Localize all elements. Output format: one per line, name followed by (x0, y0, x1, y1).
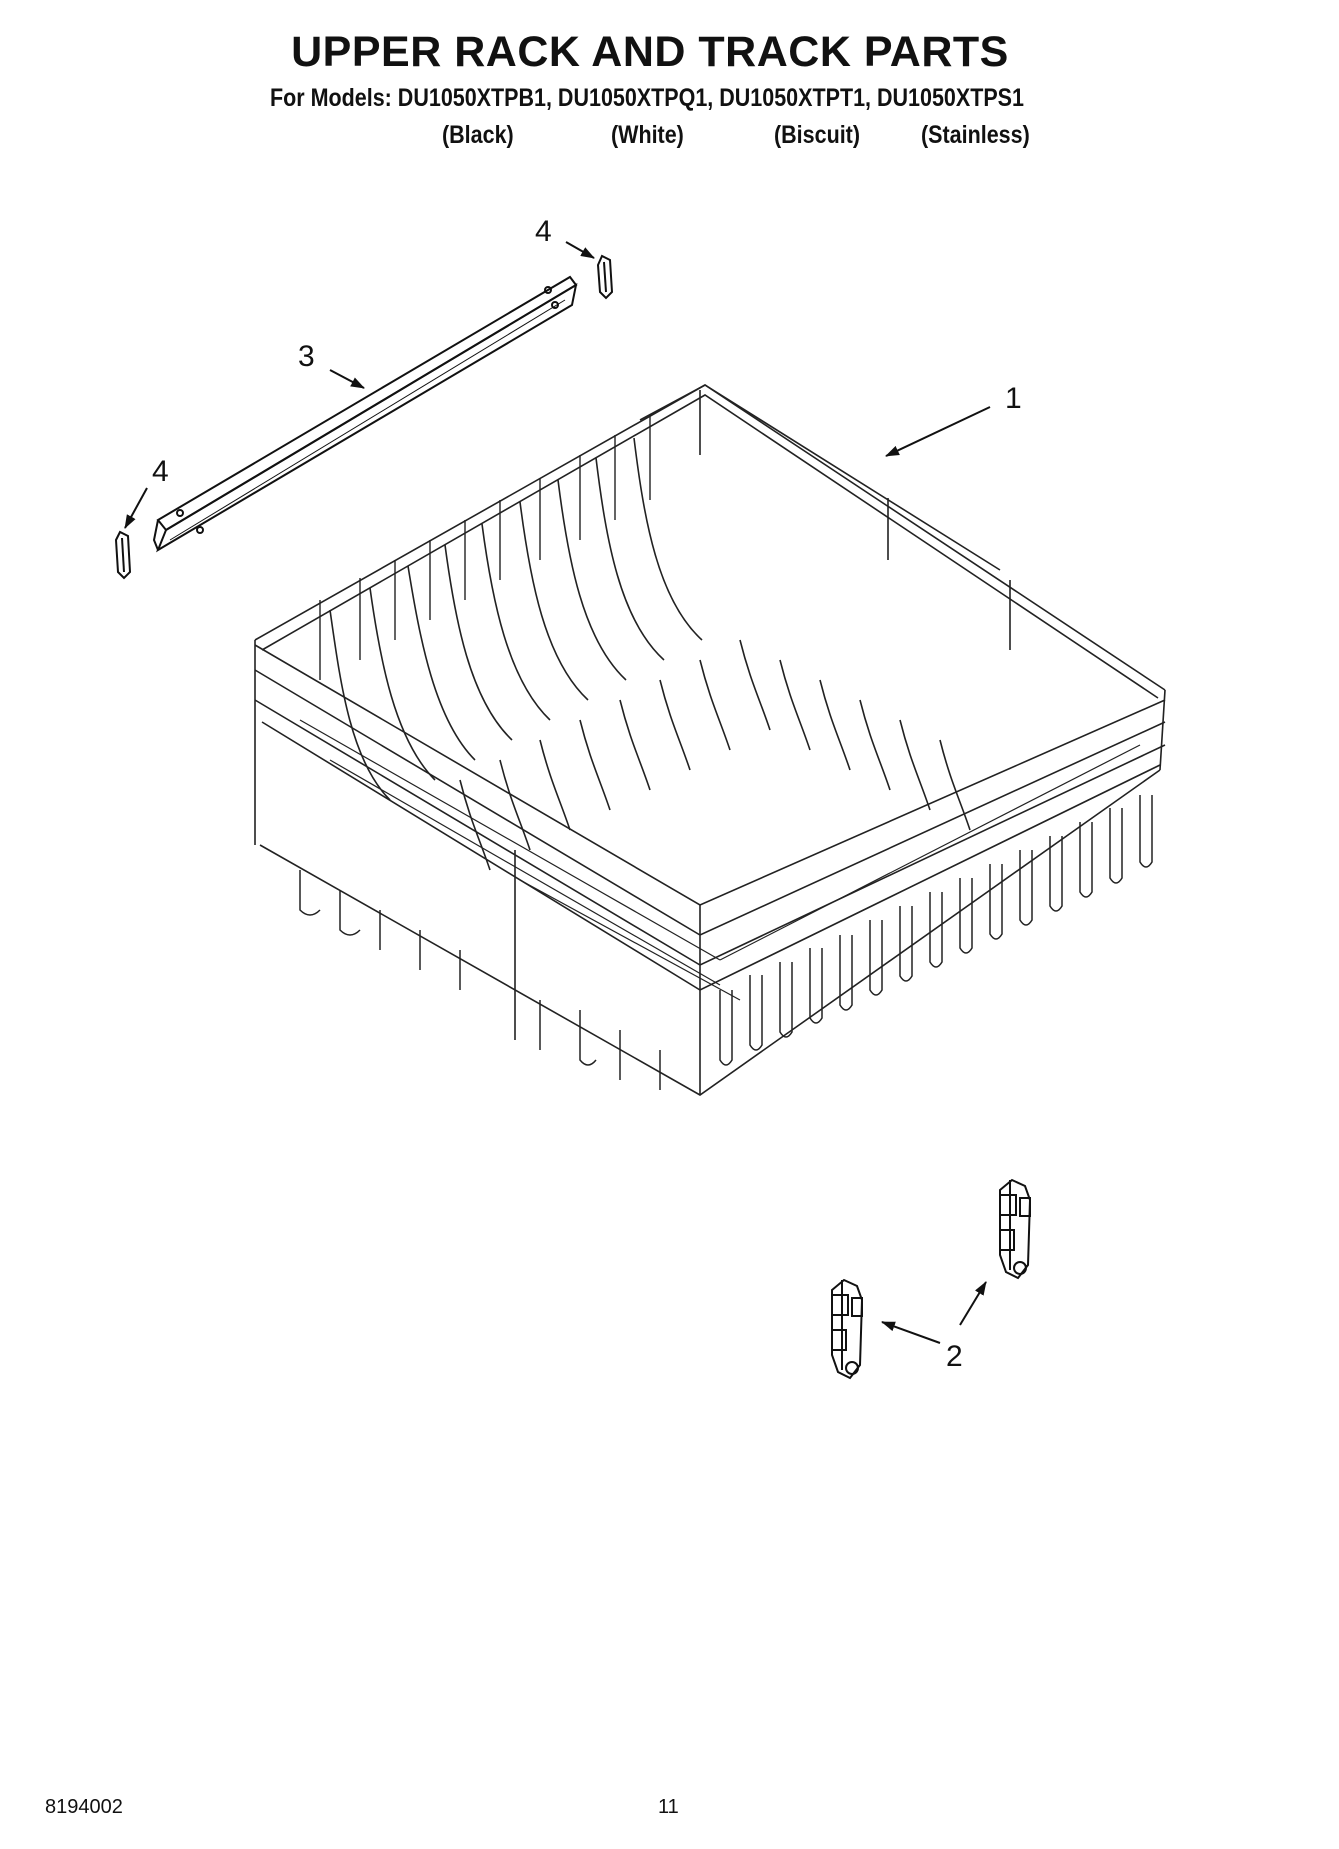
page-title: UPPER RACK AND TRACK PARTS (291, 28, 1009, 76)
upper-rack (254, 384, 1166, 1096)
finish-biscuit: (Biscuit) (774, 121, 860, 149)
leader-arrow-4-top (565, 241, 595, 259)
page-number: 11 (658, 1796, 679, 1818)
callout-1: 1 (1005, 382, 1022, 415)
wheel-assembly-right (999, 1178, 1032, 1280)
leader-arrow-4-left (124, 487, 148, 529)
finish-black: (Black) (442, 121, 514, 149)
finish-white: (White) (611, 121, 684, 149)
leader-arrow-2-right (959, 1281, 987, 1326)
leader-arrow-3 (329, 369, 365, 389)
callout-3: 3 (298, 340, 315, 373)
models-line: For Models: DU1050XTPB1, DU1050XTPQ1, DU… (270, 84, 1024, 112)
leader-arrows (124, 241, 991, 1344)
end-cap-left (114, 530, 132, 580)
finish-stainless: (Stainless) (921, 121, 1030, 149)
track-rail (152, 275, 578, 553)
callout-4-left: 4 (152, 455, 169, 488)
wheel-assembly-left (831, 1278, 864, 1380)
end-cap-top (596, 254, 614, 300)
callout-2: 2 (946, 1340, 963, 1373)
leader-arrow-2-left (881, 1321, 941, 1344)
leader-arrow-1 (885, 406, 991, 457)
doc-number: 8194002 (45, 1796, 123, 1818)
callout-4-top: 4 (535, 215, 552, 248)
